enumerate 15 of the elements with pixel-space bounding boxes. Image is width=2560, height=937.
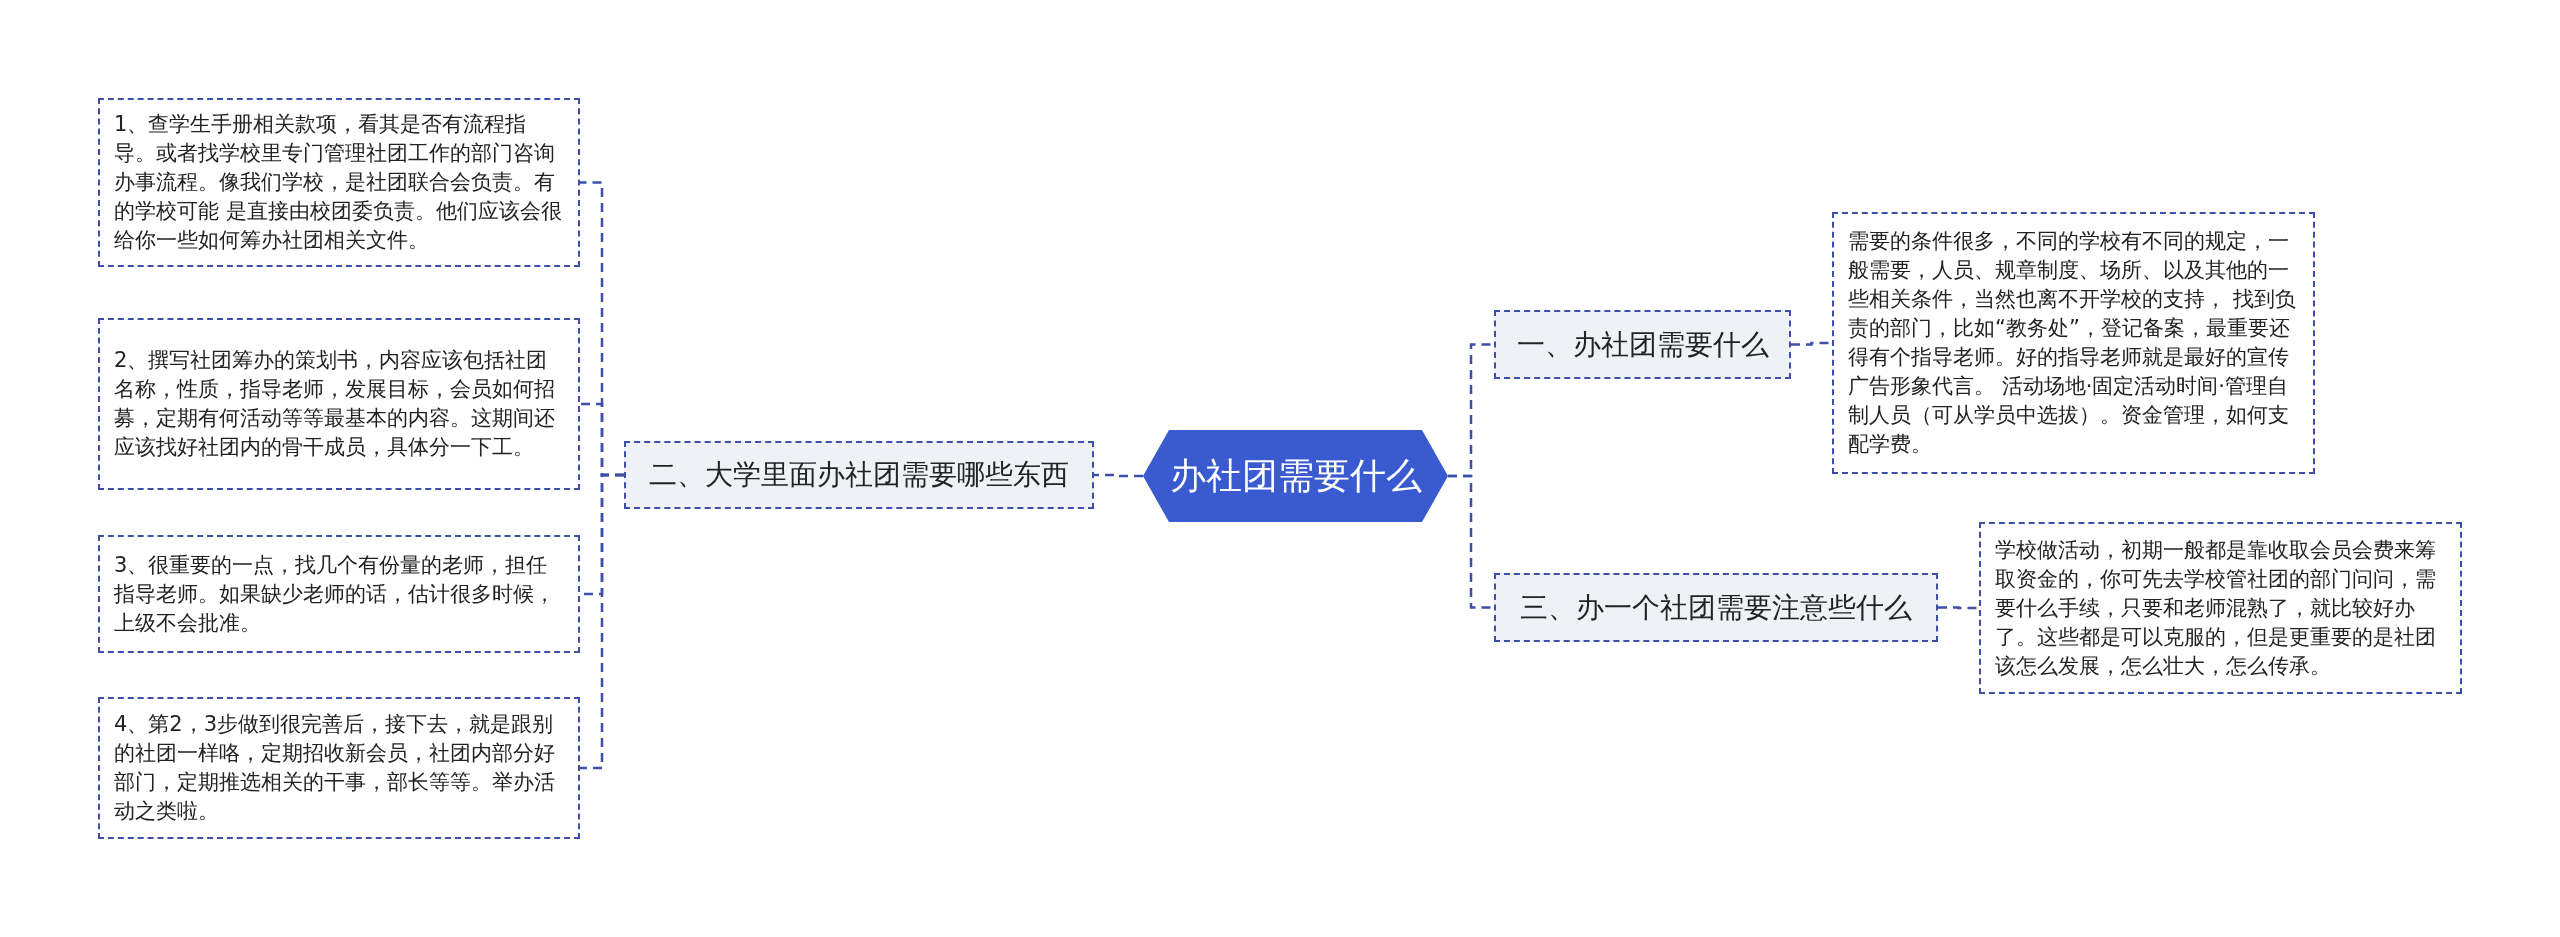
note-box: 学校做活动，初期一般都是靠收取会员会费来筹取资金的，你可先去学校管社团的部门问问，需要什么手续，只要和老师混熟了，就比较好办了。这些都是可以克服的，但是更重要的是社团该怎么发展，怎么壮大，怎么传承。 xyxy=(1979,522,2462,694)
connector xyxy=(580,473,624,770)
central-topic-hexagon: 办社团需要什么 xyxy=(1143,430,1448,522)
connector xyxy=(1094,473,1143,478)
topic-box: 一、办社团需要什么 xyxy=(1494,310,1791,379)
topic-box: 二、大学里面办社团需要哪些东西 xyxy=(624,441,1094,509)
note-box: 4、第2，3步做到很完善后，接下去，就是跟别的社团一样咯，定期招收新会员，社团内部分好部门，定期推选相关的干事，部长等等。举办活动之类啦。 xyxy=(98,697,580,839)
note-box: 2、撰写社团筹办的策划书，内容应该包括社团名称，性质，指导老师，发展目标，会员如何招募，定期有何活动等等最基本的内容。这期间还应该找好社团内的骨干成员，具体分一下工。 xyxy=(98,318,580,490)
connector xyxy=(1448,474,1494,609)
topic-box: 三、办一个社团需要注意些什么 xyxy=(1494,573,1938,642)
note-box: 3、很重要的一点，找几个有份量的老师，担任指导老师。如果缺少老师的话，估计很多时候，上级不会批准。 xyxy=(98,535,580,653)
note-box: 1、查学生手册相关款项，看其是否有流程指导。或者找学校里专门管理社团工作的部门咨询办事流程。像我们学校，是社团联合会负责。有的学校可能 是直接由校团委负责。他们应该会很给你一些如何筹办社团相关文件。 xyxy=(98,98,580,267)
note-box: 需要的条件很多，不同的学校有不同的规定，一般需要，人员、规章制度、场所、以及其他的一些相关条件，当然也离不开学校的支持， 找到负责的部门，比如“教务处”，登记备案，最重要还得有个指导老师。好的指导老师就是最好的宣传广告形象代言。 活动场地·固定活动时间·管理自制人员（可从学员中选拔）。资金管理，如何支配学费。 xyxy=(1832,212,2315,474)
connector xyxy=(1938,606,1979,610)
connector xyxy=(1791,341,1832,346)
